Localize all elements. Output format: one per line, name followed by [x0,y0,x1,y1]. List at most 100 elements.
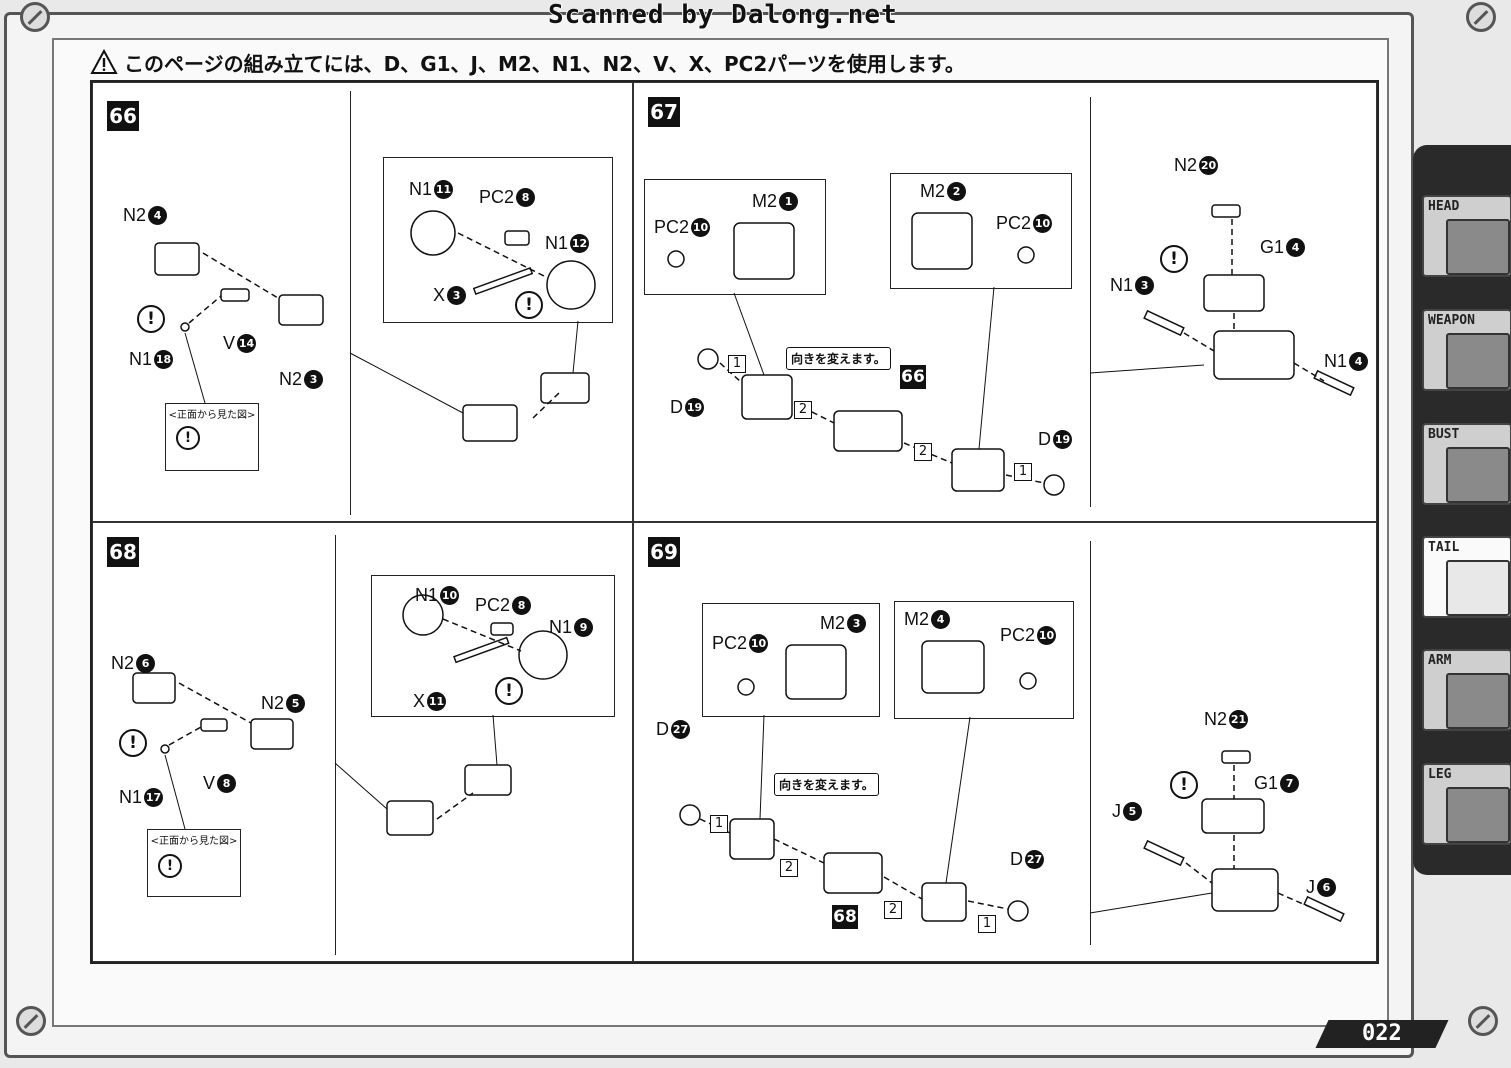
step-68-panel: 68 <正面から見た図> ! [92,522,633,962]
weapon-icon [1446,333,1510,389]
page-number: 022 [1315,1020,1449,1048]
tab-weapon[interactable]: WEAPON [1422,309,1511,391]
front-view-box: <正面から見た図> ! [165,403,259,471]
step-number: 69 [648,537,680,567]
bust-icon [1446,447,1510,503]
panel-divider [350,91,351,515]
callout-rotate: 向きを変えます。 [786,347,891,370]
tab-leg[interactable]: LEG [1422,763,1511,845]
sequence-marker: 1 [710,815,728,833]
sequence-marker: 1 [978,915,996,933]
caution-icon: ! [495,677,523,705]
step-reference: 68 [832,905,858,929]
parts-diagram [132,594,568,836]
sequence-marker: 1 [1014,463,1032,481]
tab-bust[interactable]: BUST [1422,423,1511,505]
front-view-title: <正面から見た図> [150,836,238,847]
screw-icon [16,1006,46,1036]
caution-icon: ! [158,854,182,878]
caution-icon: ! [1170,771,1198,799]
notice-text: このページの組み立てには、D、G1、J、M2、N1、N2、V、X、PC2パーツを… [124,51,965,76]
tab-label: ARM [1428,653,1452,668]
sequence-marker: 1 [728,355,746,373]
instruction-grid: 66 <正面から見た図> ! [90,80,1379,964]
panel-divider [335,535,336,955]
step-reference: 66 [900,365,926,389]
parts-diagram [154,210,596,442]
sequence-marker: 2 [794,401,812,419]
scan-credit: Scanned by Dalong.net [548,0,898,30]
tab-label: TAIL [1428,540,1460,555]
tab-head[interactable]: HEAD [1422,195,1511,277]
caution-icon: ! [137,305,165,333]
screw-icon [20,2,50,32]
leg-icon [1446,787,1510,843]
panel-divider [1090,97,1091,507]
step-69-panel: 69 [633,522,1377,962]
screw-icon [1466,2,1496,32]
front-view-title: <正面から見た図> [168,410,256,421]
step-number: 68 [107,537,139,567]
step-66-panel: 66 <正面から見た図> ! [92,82,633,522]
step-number: 66 [107,101,139,131]
tail-icon [1446,560,1510,616]
tab-label: LEG [1428,767,1452,782]
sequence-marker: 2 [780,859,798,877]
screw-icon [1468,1006,1498,1036]
tab-tail[interactable]: TAIL [1422,536,1511,618]
parts-diagram [679,640,1345,923]
panel-divider [1090,541,1091,945]
caution-icon: ! [1160,245,1188,273]
sequence-marker: 2 [884,901,902,919]
tab-label: WEAPON [1428,313,1475,328]
arm-icon [1446,673,1510,729]
dino-head-icon [1446,219,1510,275]
tab-arm[interactable]: ARM [1422,649,1511,731]
callout-rotate: 向きを変えます。 [774,773,879,796]
caution-icon: ! [515,291,543,319]
parts-notice: このページの組み立てには、D、G1、J、M2、N1、N2、V、X、PC2パーツを… [90,48,965,76]
caution-icon: ! [119,729,147,757]
tab-label: BUST [1428,427,1460,442]
step-67-panel: 67 [633,82,1377,522]
page-number-text: 022 [1362,1021,1402,1046]
warning-icon [90,49,118,74]
caution-icon: ! [176,426,200,450]
parts-diagram [667,204,1355,496]
